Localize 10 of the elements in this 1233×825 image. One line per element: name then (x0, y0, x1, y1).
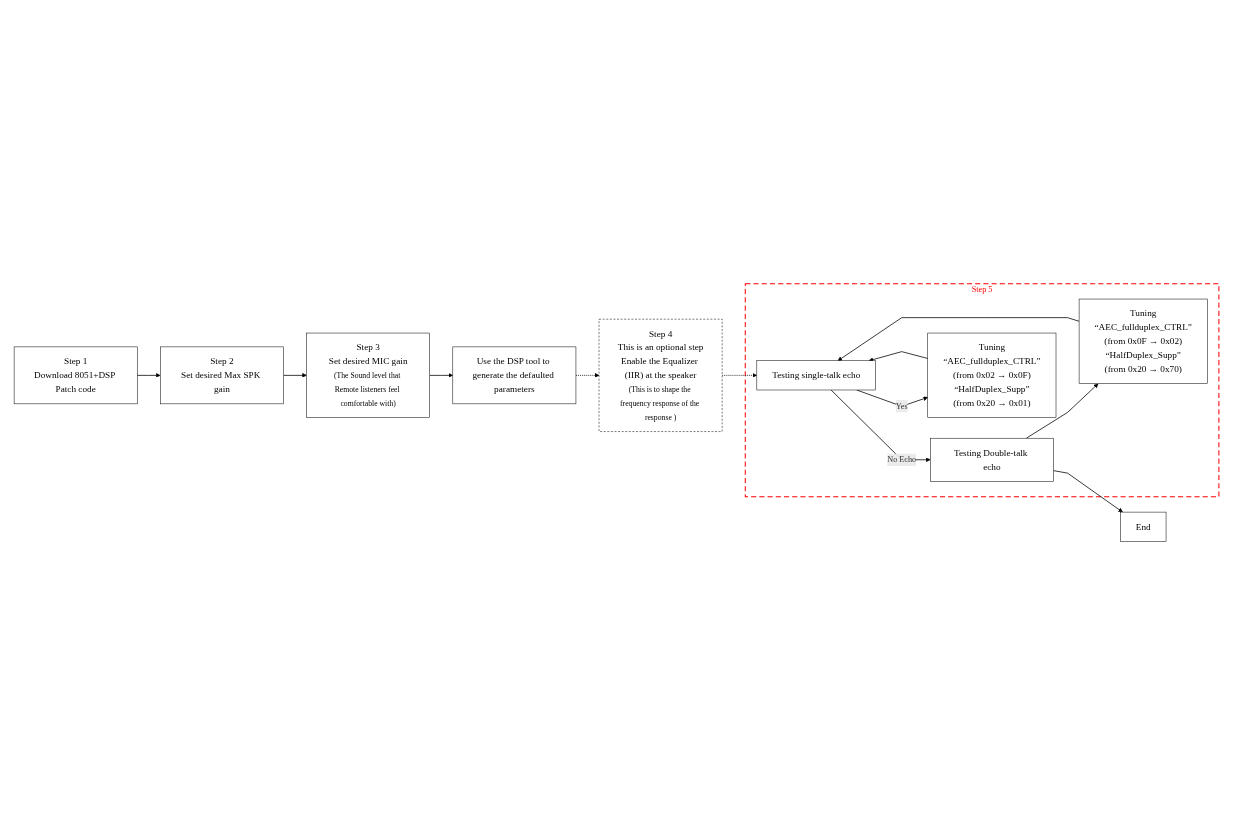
edge-label: Yes (895, 401, 908, 411)
node-box: End (1120, 511, 1167, 542)
node-box: Tuning “AEC_fullduplex_CTRL” (from 0x0F → 0x02) “HalfDuplex_Supp” (from 0x20 → 0x70) (1078, 298, 1208, 384)
node-box: Testing single-talk echo (756, 360, 876, 391)
node-box: Testing Double-talk echo (930, 437, 1054, 482)
edge-label: No Echo (887, 455, 917, 464)
node-box: Step 2 Set desired Max SPK gain (160, 346, 284, 405)
node-box: Tuning “AEC_fullduplex_CTRL” (from 0x02 → 0x0F) “HalfDuplex_Supp” (from 0x20 → 0x01) (927, 332, 1057, 418)
node-box: Use the DSP tool to generate the defaulted parameters (452, 346, 577, 405)
node-box: Step 1 Download 8051+DSP Patch code (13, 346, 138, 405)
